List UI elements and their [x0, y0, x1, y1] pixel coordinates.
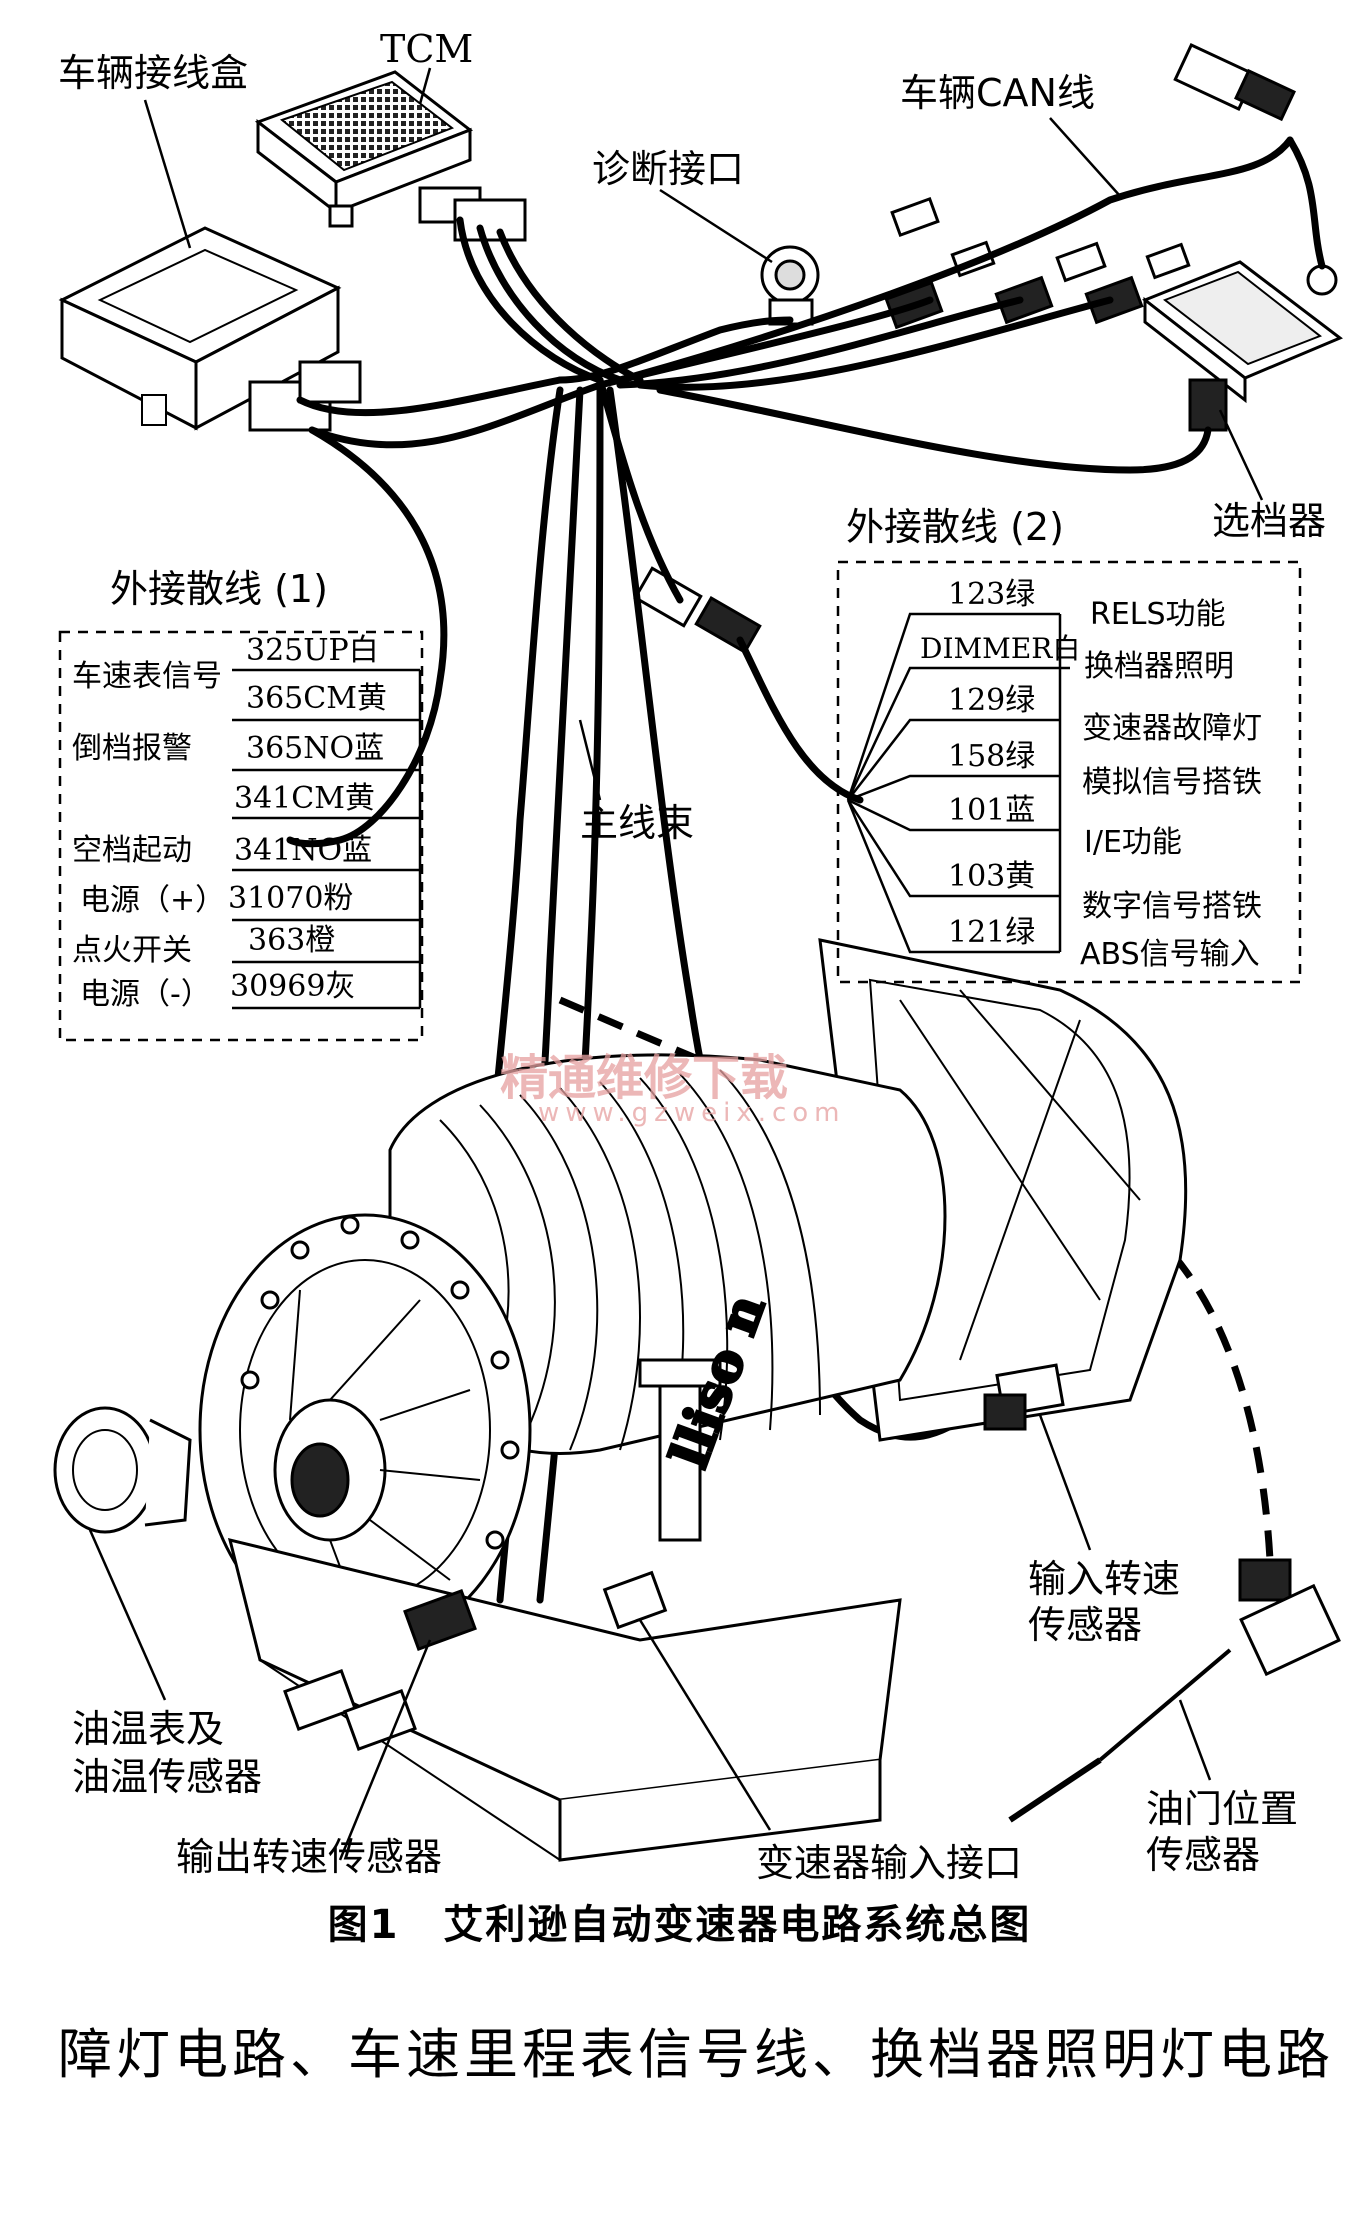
input-speed-sensor — [983, 1363, 1065, 1431]
ext1-wire-3: 341CM黄 — [234, 781, 375, 816]
ext1-func-4: 空档起动 — [72, 833, 192, 868]
figure-caption: 图1 艾利逊自动变速器电路系统总图 — [0, 1892, 1359, 1950]
ext2-wire-3: 158绿 — [948, 739, 1035, 774]
shift-selector — [1142, 260, 1343, 432]
ext1-func-5: 电源（+） — [80, 883, 225, 918]
throttle-label-2: 传感器 — [1146, 1833, 1260, 1877]
ext1-title: 外接散线 (1) — [110, 567, 328, 611]
ext1-func-2: 倒档报警 — [72, 731, 192, 766]
ext2-func-6: ABS信号输入 — [1080, 937, 1260, 972]
ext1-wire-2: 365NO蓝 — [246, 731, 384, 766]
oil-temp-label-2: 油温传感器 — [72, 1755, 262, 1799]
throttle-label-1: 油门位置 — [1146, 1787, 1298, 1831]
tcm-module — [254, 70, 527, 242]
ext1-func-6: 点火开关 — [72, 933, 192, 968]
figure-number: 图1 — [327, 1902, 400, 1948]
ext2-func-0: RELS功能 — [1090, 597, 1226, 632]
ext1-wire-7: 30969灰 — [230, 969, 355, 1004]
ext2-func-1: 换档器照明 — [1084, 649, 1234, 684]
ext2-func-2: 变速器故障灯 — [1082, 711, 1262, 746]
ext1-wire-6: 363橙 — [248, 923, 335, 958]
junction-box-label: 车辆接线盒 — [58, 51, 248, 95]
body-text: 障灯电路、车速里程表信号线、换档器照明灯电路 — [58, 2023, 1334, 2086]
ext2-wire-1: DIMMER白 — [920, 632, 1080, 665]
can-line-label: 车辆CAN线 — [900, 71, 1095, 115]
selector-label: 选档器 — [1212, 499, 1326, 543]
branch-connectors — [884, 196, 1191, 330]
ext2-func-5: 数字信号搭铁 — [1082, 889, 1262, 924]
trans-input-label: 变速器输入接口 — [756, 1841, 1022, 1880]
main-harness-label: 主线束 — [580, 801, 694, 845]
ext2-func-4: I/E功能 — [1084, 825, 1182, 860]
ext1-wire-4: 341NO蓝 — [234, 833, 372, 868]
watermark-url: www.gzweix.com — [538, 1098, 846, 1128]
diagnostic-port — [760, 245, 820, 326]
ext-box-1: 车速表信号 325UP白 365CM黄 倒档报警 365NO蓝 341CM黄 空… — [58, 630, 424, 1042]
junction-box — [58, 226, 362, 432]
ext2-wire-6: 121绿 — [948, 915, 1035, 950]
ext1-wire-1: 365CM黄 — [246, 681, 387, 716]
figure-title: 艾利逊自动变速器电路系统总图 — [443, 1902, 1032, 1948]
ext2-title: 外接散线 (2) — [846, 505, 1064, 549]
oil-temp-label-1: 油温表及 — [72, 1707, 224, 1751]
ext1-wire-0: 325UP白 — [246, 633, 379, 668]
input-speed-label-2: 传感器 — [1028, 1603, 1142, 1647]
throttle-sensor — [1008, 1558, 1341, 1823]
leader-lines — [88, 67, 1264, 1861]
ext2-wire-2: 129绿 — [948, 683, 1035, 718]
wiring-diagram: lliso n — [53, 27, 1343, 1880]
ext2-wire-0: 123绿 — [948, 577, 1035, 612]
ext-box-2: 123绿 DIMMER白 129绿 158绿 101蓝 103黄 121绿 RE… — [836, 560, 1302, 984]
ext2-wire-5: 103黄 — [948, 859, 1035, 894]
can-connector — [1173, 42, 1338, 296]
watermark-cn: 精通维修下载 — [500, 1050, 789, 1106]
transmission: lliso n — [198, 938, 1188, 1862]
ext1-wire-5: 31070粉 — [228, 881, 353, 916]
ext1-func-7: 电源（-） — [80, 977, 211, 1012]
oil-temp-gauge — [53, 1406, 192, 1534]
ext2-func-3: 模拟信号搭铁 — [1082, 765, 1262, 800]
ext1-func-0: 车速表信号 — [72, 659, 222, 694]
tcm-label: TCM — [380, 27, 473, 71]
harness-connector — [633, 566, 762, 655]
input-speed-label-1: 输入转速 — [1028, 1557, 1180, 1601]
diag-port-label: 诊断接口 — [592, 147, 744, 191]
output-speed-label: 输出转速传感器 — [176, 1835, 442, 1879]
ext2-wire-4: 101蓝 — [948, 793, 1035, 828]
